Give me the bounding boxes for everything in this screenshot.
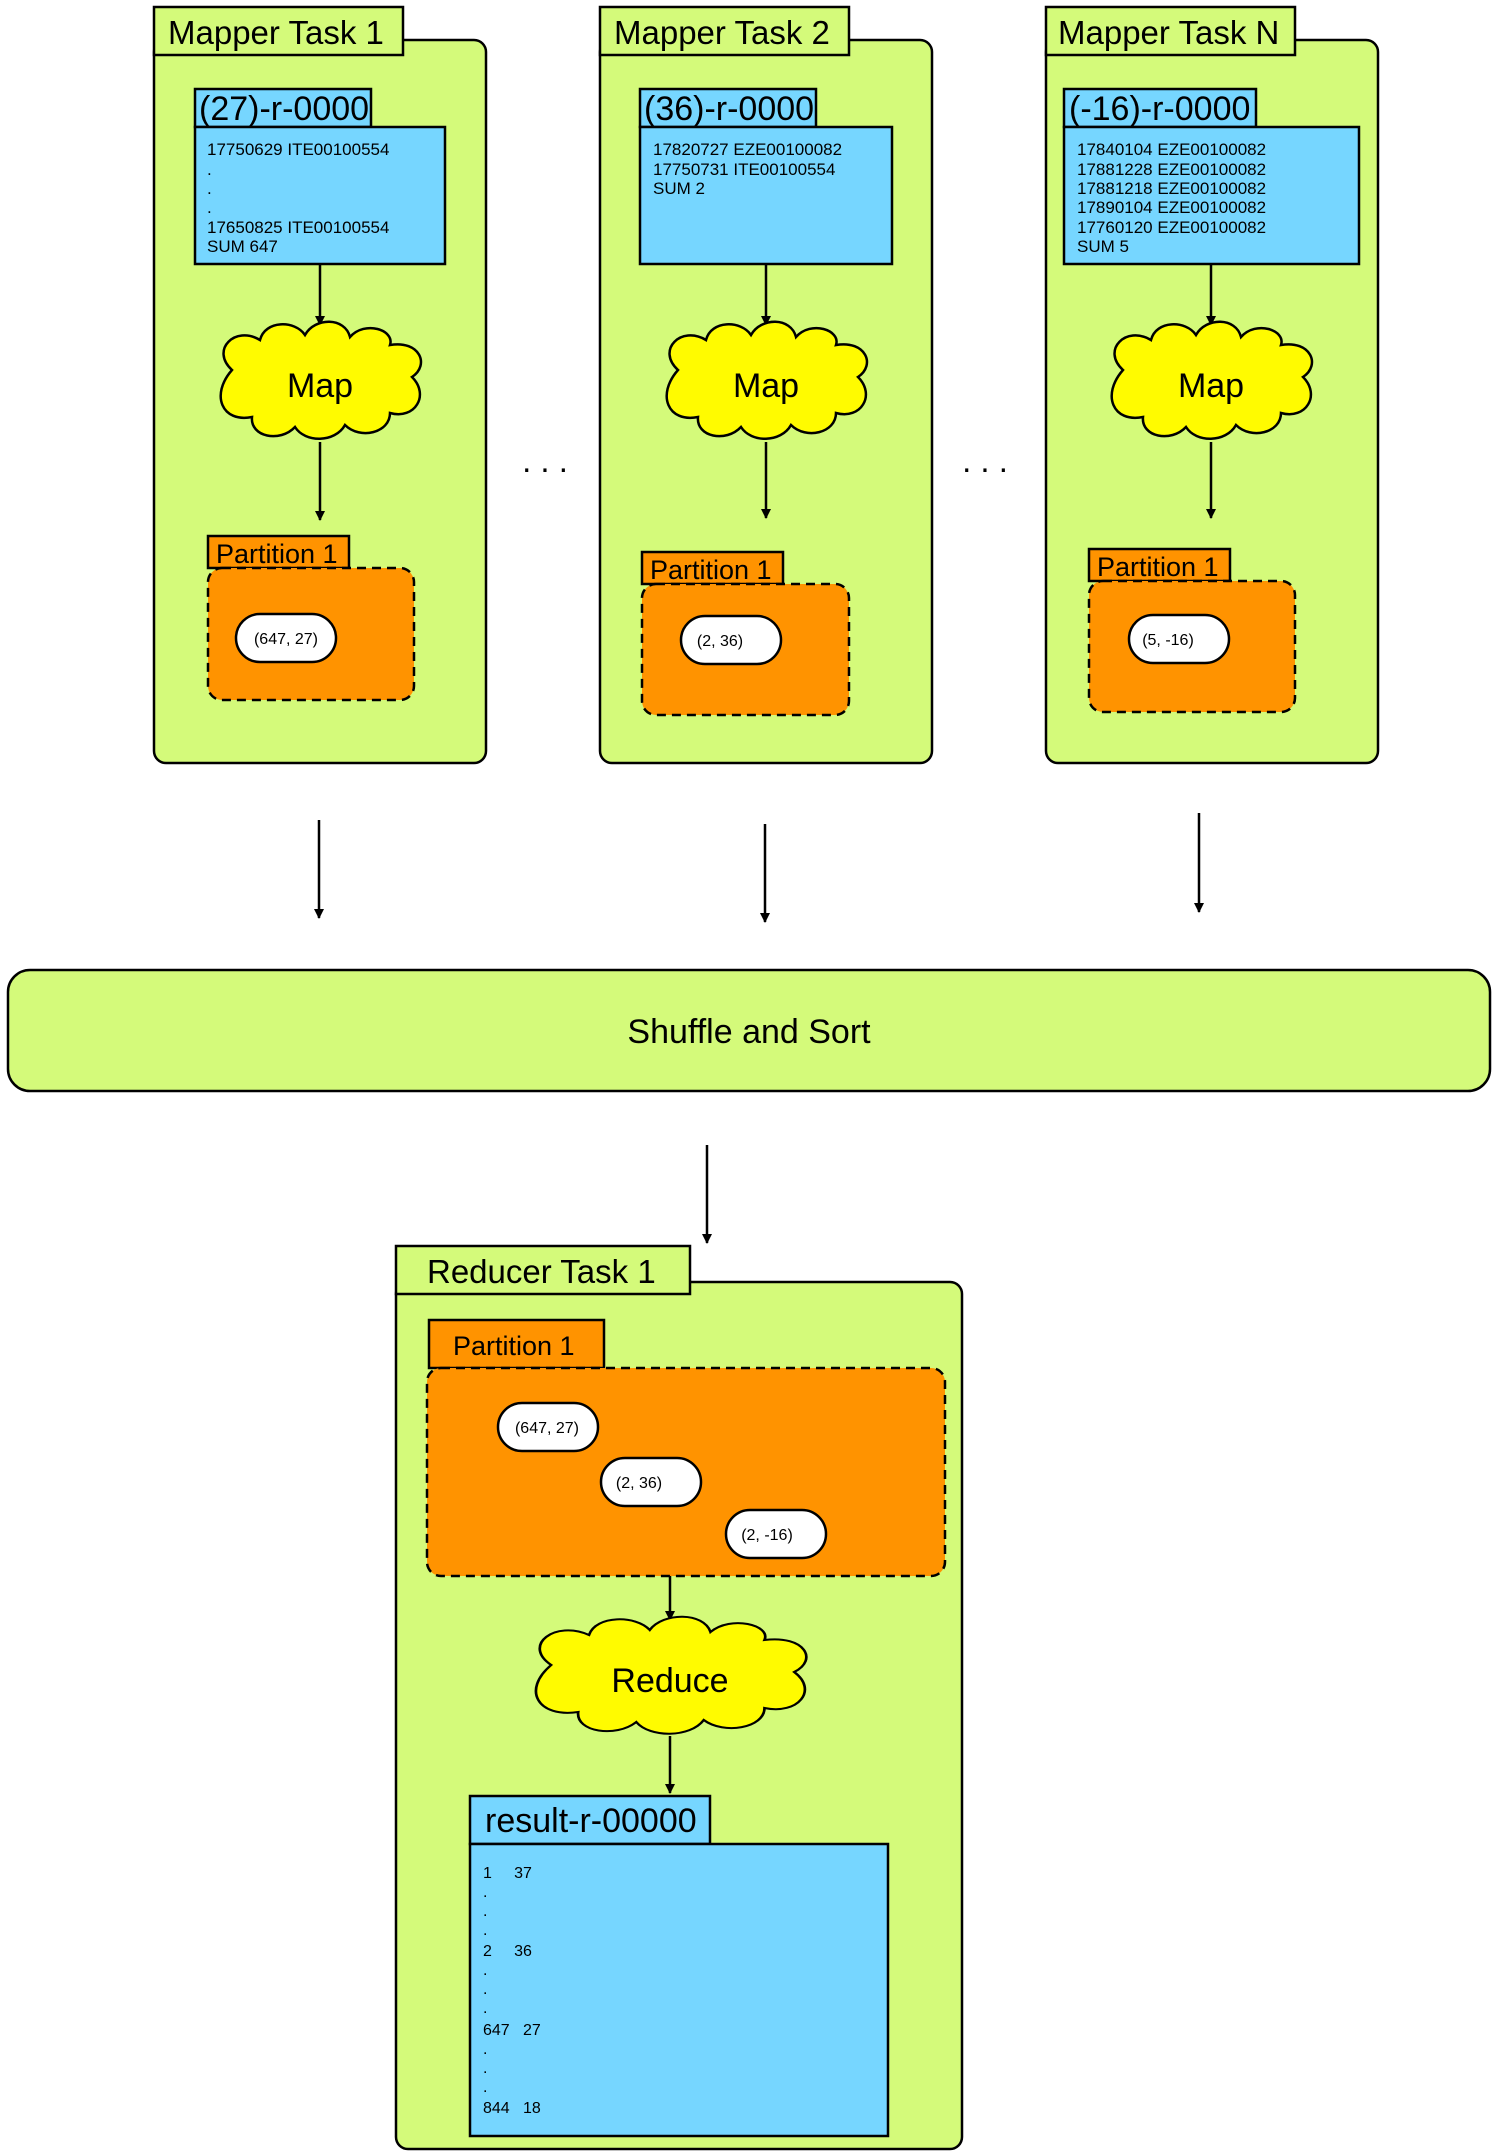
- input-file-line: 17881228 EZE00100082: [1077, 160, 1266, 179]
- key-value-pair: [679, 614, 783, 666]
- mapper-task-2: Mapper Task 2 (36)-r-0000 17820727 EZE00…: [598, 5, 934, 765]
- key-value-pair-label: (2, 36): [697, 633, 743, 650]
- input-file-body: [193, 125, 447, 266]
- partition-tab: [1087, 547, 1232, 583]
- result-line: 844 18: [483, 2100, 541, 2117]
- result-line: .: [483, 1962, 487, 1979]
- map-label: Map: [287, 367, 353, 405]
- shuffle-box: [6, 968, 1492, 1093]
- shuffle-and-sort: Shuffle and Sort: [6, 968, 1492, 1093]
- input-file-tab: [638, 87, 818, 129]
- reduce-label: Reduce: [611, 1662, 728, 1700]
- input-file-name: (36)-r-0000: [644, 90, 814, 128]
- input-file-line: SUM 5: [1077, 237, 1129, 256]
- input-file-line: 17760120 EZE00100082: [1077, 218, 1266, 237]
- input-file-line: SUM 647: [207, 237, 278, 256]
- map-label: Map: [733, 367, 799, 405]
- map-cloud: [1110, 320, 1314, 440]
- input-file-line: .: [207, 179, 212, 198]
- reduce-cloud: [534, 1615, 808, 1735]
- key-value-pair-label: (647, 27): [254, 631, 318, 648]
- shuffle-label: Shuffle and Sort: [627, 1013, 871, 1051]
- key-value-pair: [1127, 613, 1231, 665]
- key-value-pair-label: (2, -16): [741, 1527, 793, 1544]
- input-file-tab: [193, 87, 373, 129]
- mapper-task-title: Mapper Task 2: [614, 14, 830, 51]
- partition-tab: [640, 550, 785, 586]
- result-line: .: [483, 1922, 487, 1939]
- mapper-task-title: Mapper Task N: [1058, 14, 1279, 51]
- input-file-body: [1062, 125, 1361, 266]
- input-file-line: 17750731 ITE00100554: [653, 160, 835, 179]
- input-file-tab: [1062, 87, 1258, 129]
- mapper-task-n: Mapper Task N (-16)-r-0000 17840104 EZE0…: [1044, 5, 1380, 765]
- reducer-task-title: Reducer Task 1: [427, 1253, 656, 1290]
- input-file-name: (-16)-r-0000: [1069, 90, 1250, 128]
- reducer-task-tab: [394, 1244, 692, 1296]
- mapper-task-1: Mapper Task 1 (27)-r-0000 17750629 ITE00…: [152, 5, 488, 765]
- partition-label: Partition 1: [1097, 552, 1219, 582]
- result-line: .: [483, 2000, 487, 2017]
- input-file-line: 17750629 ITE00100554: [207, 140, 389, 159]
- input-file-line: .: [207, 198, 212, 217]
- partition-label: Partition 1: [650, 555, 772, 585]
- result-line: 2 36: [483, 1943, 532, 1960]
- partition-label: Partition 1: [216, 539, 338, 569]
- mapper-task-tab: [1044, 5, 1297, 57]
- key-value-pair-label: (647, 27): [515, 1420, 579, 1437]
- reducer-task-1: Reducer Task 1 Partition 1 (647, 27) (2,…: [394, 1244, 964, 2151]
- map-cloud: [665, 320, 869, 440]
- result-line: .: [483, 2079, 487, 2096]
- result-file-name: result-r-00000: [485, 1802, 697, 1840]
- key-value-pair: [724, 1508, 828, 1560]
- input-file-line: .: [207, 160, 212, 179]
- key-value-pair-label: (5, -16): [1142, 632, 1194, 649]
- ellipsis: . . .: [962, 442, 1008, 479]
- input-file-line: 17650825 ITE00100554: [207, 218, 389, 237]
- map-label: Map: [1178, 367, 1244, 405]
- ellipsis: . . .: [522, 442, 568, 479]
- input-file-line: 17881218 EZE00100082: [1077, 179, 1266, 198]
- key-value-pair: [599, 1456, 703, 1508]
- result-line: .: [483, 1903, 487, 1920]
- result-line: .: [483, 2041, 487, 2058]
- partition-label: Partition 1: [453, 1331, 575, 1361]
- input-file-line: SUM 2: [653, 179, 705, 198]
- result-line: 1 37: [483, 1865, 532, 1882]
- result-line: 647 27: [483, 2022, 541, 2039]
- mapper-task-title: Mapper Task 1: [168, 14, 384, 51]
- mapper-task-tab: [598, 5, 851, 57]
- map-cloud: [219, 320, 423, 440]
- key-value-pair: [234, 612, 338, 664]
- key-value-pair-label: (2, 36): [616, 1475, 662, 1492]
- input-file-line: 17840104 EZE00100082: [1077, 140, 1266, 159]
- result-file-body: [468, 1842, 890, 2138]
- key-value-pair: [496, 1401, 600, 1453]
- input-file-line: 17820727 EZE00100082: [653, 140, 842, 159]
- result-line: .: [483, 2060, 487, 2077]
- input-file-name: (27)-r-0000: [199, 90, 369, 128]
- result-line: .: [483, 1884, 487, 1901]
- result-line: .: [483, 1981, 487, 1998]
- mapper-task-tab: [152, 5, 405, 57]
- input-file-line: 17890104 EZE00100082: [1077, 198, 1266, 217]
